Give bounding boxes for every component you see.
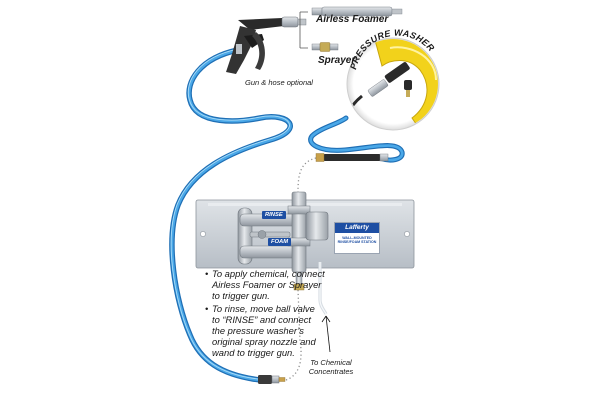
trigger-gun-icon: [226, 16, 307, 74]
supply-coupler: [315, 153, 389, 162]
airless-foamer-wand-icon: [311, 6, 403, 17]
pressure-washer-wand-icon: [367, 62, 412, 97]
instruction-text: To rinse, move ball valve to “RINSE” and…: [212, 302, 316, 359]
quick-connect-coupler-icon: [258, 375, 286, 384]
sprayer-nozzle-icon: [311, 42, 339, 52]
to-chemical-label: To Chemical Concentrates: [296, 358, 366, 376]
dotted-connection-lower: [285, 289, 302, 381]
instruction-bullet: •: [205, 302, 209, 314]
blue-hose-supply: [308, 115, 405, 163]
brand-name: Lafferty: [335, 223, 379, 233]
to-chemical-line1: To Chemical: [310, 358, 352, 367]
station-plumbing: [237, 191, 329, 291]
brand-subtitle: WALL-MOUNTED RINSE/FOAM STATION: [337, 236, 377, 245]
accessory-bracket: [299, 11, 308, 49]
ball-valve-icon: [249, 230, 291, 239]
blue-hose-main: [169, 47, 293, 383]
dotted-connection-upper: [297, 157, 317, 193]
foam-tag: FOAM: [268, 238, 292, 246]
instruction-item: • To apply chemical, connect Airless Foa…: [205, 268, 325, 302]
instruction-item: • To rinse, move ball valve to “RINSE” a…: [205, 303, 325, 359]
chemical-tube-icon: [318, 262, 331, 353]
instruction-list: • To apply chemical, connect Airless Foa…: [205, 268, 325, 360]
instruction-text: To apply chemical, connect Airless Foame…: [212, 268, 325, 302]
pressure-washer-inset: [346, 37, 440, 131]
instruction-bullet: •: [205, 268, 209, 279]
brand-plate: Lafferty WALL-MOUNTED RINSE/FOAM STATION: [334, 222, 380, 254]
gun-hose-optional-label: Gun & hose optional: [245, 78, 313, 87]
to-chemical-line2: Concentrates: [308, 367, 354, 376]
rinse-tag: RINSE: [262, 211, 286, 219]
airless-foamer-label: Airless Foamer: [316, 14, 389, 25]
sprayer-label: Sprayer: [318, 55, 356, 66]
